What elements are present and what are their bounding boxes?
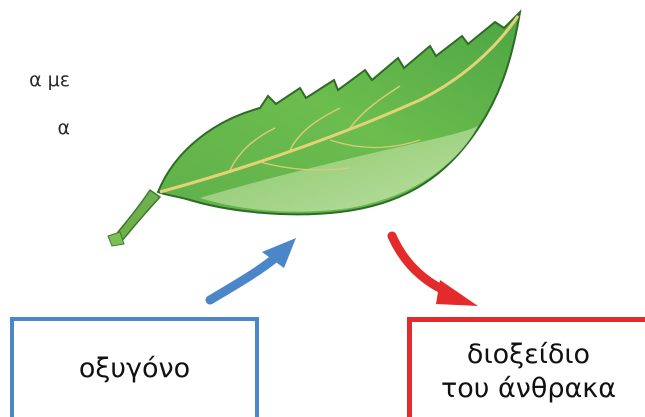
caption-line-2: α bbox=[57, 117, 70, 139]
leaf-vein bbox=[229, 127, 276, 171]
co2-arrow bbox=[387, 231, 478, 306]
leaf-vein bbox=[329, 139, 421, 149]
co2-label-line-1: διοξείδιο bbox=[466, 338, 591, 370]
oxygen-arrow bbox=[205, 238, 296, 305]
co2-label-line-2: του άνθρακα bbox=[440, 372, 617, 404]
leaf-vein bbox=[259, 161, 351, 171]
leaf-vein bbox=[349, 85, 401, 129]
caption-line-1: α με bbox=[29, 69, 70, 91]
leaf-midrib bbox=[159, 15, 520, 194]
oxygen-label: οξυγόνο bbox=[78, 353, 191, 384]
oxygen-label-box: οξυγόνο bbox=[10, 317, 259, 417]
leaf-illustration bbox=[107, 9, 522, 247]
cropped-caption-text: α με α bbox=[0, 44, 70, 164]
co2-label-box: διοξείδιο του άνθρακα bbox=[407, 317, 645, 417]
leaf-vein bbox=[289, 107, 341, 151]
leaf-stem-tip bbox=[107, 231, 125, 247]
